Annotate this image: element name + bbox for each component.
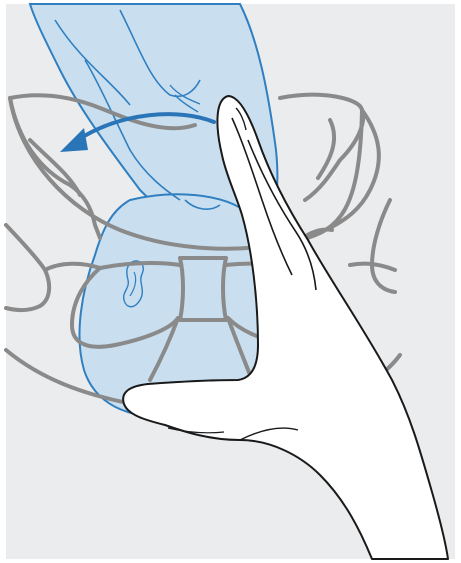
medical-illustration [0, 0, 461, 563]
